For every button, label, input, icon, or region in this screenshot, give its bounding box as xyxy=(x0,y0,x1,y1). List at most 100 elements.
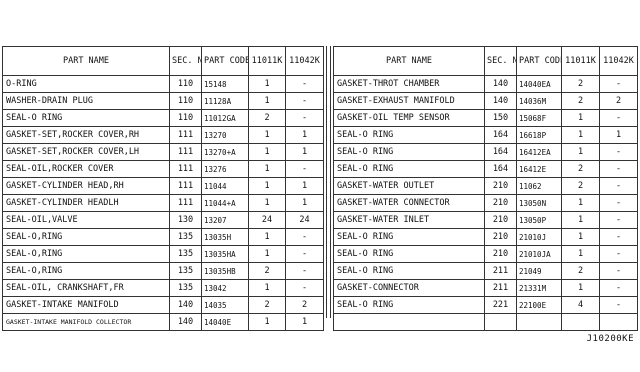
part-code-cell: 21049 xyxy=(516,262,562,280)
part-name-cell: SEAL-O,RING xyxy=(2,228,170,246)
qty-11042k-cell: 1 xyxy=(285,194,324,212)
part-name-cell: GASKET-CYLINDER HEADLH xyxy=(2,194,170,212)
qty-11042k-cell: - xyxy=(599,160,638,178)
qty-11042k-cell: 1 xyxy=(285,313,324,331)
qty-11011k-cell: 1 xyxy=(248,279,286,297)
part-code-cell: 13035H xyxy=(201,228,249,246)
qty-11011k-cell: 2 xyxy=(561,177,600,195)
qty-11011k-cell: 2 xyxy=(561,75,600,93)
part-code-cell: 11012GA xyxy=(201,109,249,127)
part-name-cell: SEAL-O RING xyxy=(333,262,485,280)
qty-11011k-cell: 4 xyxy=(561,296,600,314)
sec-no-cell: 110 xyxy=(169,75,202,93)
part-code-cell: 13050P xyxy=(516,211,562,229)
sec-no-cell: 140 xyxy=(169,313,202,331)
part-name-cell: GASKET-INTAKE MANIFOLD xyxy=(2,296,170,314)
qty-11042k-cell: - xyxy=(285,228,324,246)
qty-11042k-cell: - xyxy=(599,262,638,280)
part-name-cell: SEAL-OIL, CRANKSHAFT,FR xyxy=(2,279,170,297)
part-name-cell: GASKET-THROT CHAMBER xyxy=(333,75,485,93)
qty-11042k-cell: 2 xyxy=(599,92,638,110)
qty-11042k-cell: - xyxy=(285,75,324,93)
part-code-cell: 13050N xyxy=(516,194,562,212)
sec-no-cell: 135 xyxy=(169,279,202,297)
part-code-cell: 13035HA xyxy=(201,245,249,263)
table-row xyxy=(333,313,638,331)
part-name-cell: GASKET-EXHAUST MANIFOLD xyxy=(333,92,485,110)
header-row: PART NAME SEC. NO. PART CODE 11011K 1104… xyxy=(2,46,324,76)
part-code-cell: 21010J xyxy=(516,228,562,246)
sec-no-cell: 210 xyxy=(484,194,517,212)
part-name-cell: GASKET-WATER INLET xyxy=(333,211,485,229)
sec-no-cell: 110 xyxy=(169,92,202,110)
sec-no-cell: 210 xyxy=(484,211,517,229)
part-name-cell: SEAL-O RING xyxy=(333,228,485,246)
part-name-cell: GASKET-CYLINDER HEAD,RH xyxy=(2,177,170,195)
sec-no-cell: 210 xyxy=(484,177,517,195)
qty-11011k-cell: 1 xyxy=(248,143,286,161)
sec-no-cell: 111 xyxy=(169,177,202,195)
qty-11011k-cell: 1 xyxy=(561,245,600,263)
sec-no-cell: 164 xyxy=(484,126,517,144)
qty-11042k-cell: - xyxy=(599,143,638,161)
part-name-cell: GASKET-SET,ROCKER COVER,RH xyxy=(2,126,170,144)
sec-no-cell: 164 xyxy=(484,143,517,161)
qty-11011k-cell: 1 xyxy=(561,228,600,246)
qty-11042k-cell: - xyxy=(285,160,324,178)
part-name-cell: SEAL-O,RING xyxy=(2,245,170,263)
part-name-cell: WASHER-DRAIN PLUG xyxy=(2,92,170,110)
sec-no-cell: 110 xyxy=(169,109,202,127)
diagram-reference: J10200KE xyxy=(586,334,634,344)
sec-no-cell: 164 xyxy=(484,160,517,178)
qty-11011k-cell: 1 xyxy=(248,177,286,195)
qty-11011k-cell: 24 xyxy=(248,211,286,229)
sec-no-cell: 211 xyxy=(484,279,517,297)
qty-11011k-cell: 2 xyxy=(248,296,286,314)
part-name-cell: SEAL-O RING xyxy=(333,143,485,161)
sec-no-cell: 130 xyxy=(169,211,202,229)
qty-11042k-cell: - xyxy=(599,279,638,297)
qty-11042k-cell xyxy=(599,313,638,331)
part-name-cell: SEAL-O RING xyxy=(333,296,485,314)
sec-no-cell: 111 xyxy=(169,126,202,144)
qty-11042k-cell: - xyxy=(599,75,638,93)
sec-no-cell: 140 xyxy=(484,75,517,93)
part-code-cell: 13276 xyxy=(201,160,249,178)
qty-11011k-cell: 1 xyxy=(248,194,286,212)
part-code-cell: 13270+A xyxy=(201,143,249,161)
qty-11042k-cell: - xyxy=(285,92,324,110)
part-code-cell: 13270 xyxy=(201,126,249,144)
qty-11042k-cell: - xyxy=(599,245,638,263)
qty-11011k-cell: 1 xyxy=(248,126,286,144)
qty-11011k-cell: 1 xyxy=(248,75,286,93)
qty-11042k-cell: 1 xyxy=(285,143,324,161)
sec-no-cell: 135 xyxy=(169,228,202,246)
qty-11042k-cell: 1 xyxy=(285,126,324,144)
qty-11011k-cell: 1 xyxy=(561,126,600,144)
sec-no-cell: 140 xyxy=(484,92,517,110)
part-code-cell: 13207 xyxy=(201,211,249,229)
sec-no-cell: 210 xyxy=(484,245,517,263)
qty-11011k-cell: 1 xyxy=(248,313,286,331)
part-name-cell: GASKET-SET,ROCKER COVER,LH xyxy=(2,143,170,161)
part-code-cell: 13042 xyxy=(201,279,249,297)
sec-no-cell: 111 xyxy=(169,160,202,178)
part-code-cell: 15148 xyxy=(201,75,249,93)
